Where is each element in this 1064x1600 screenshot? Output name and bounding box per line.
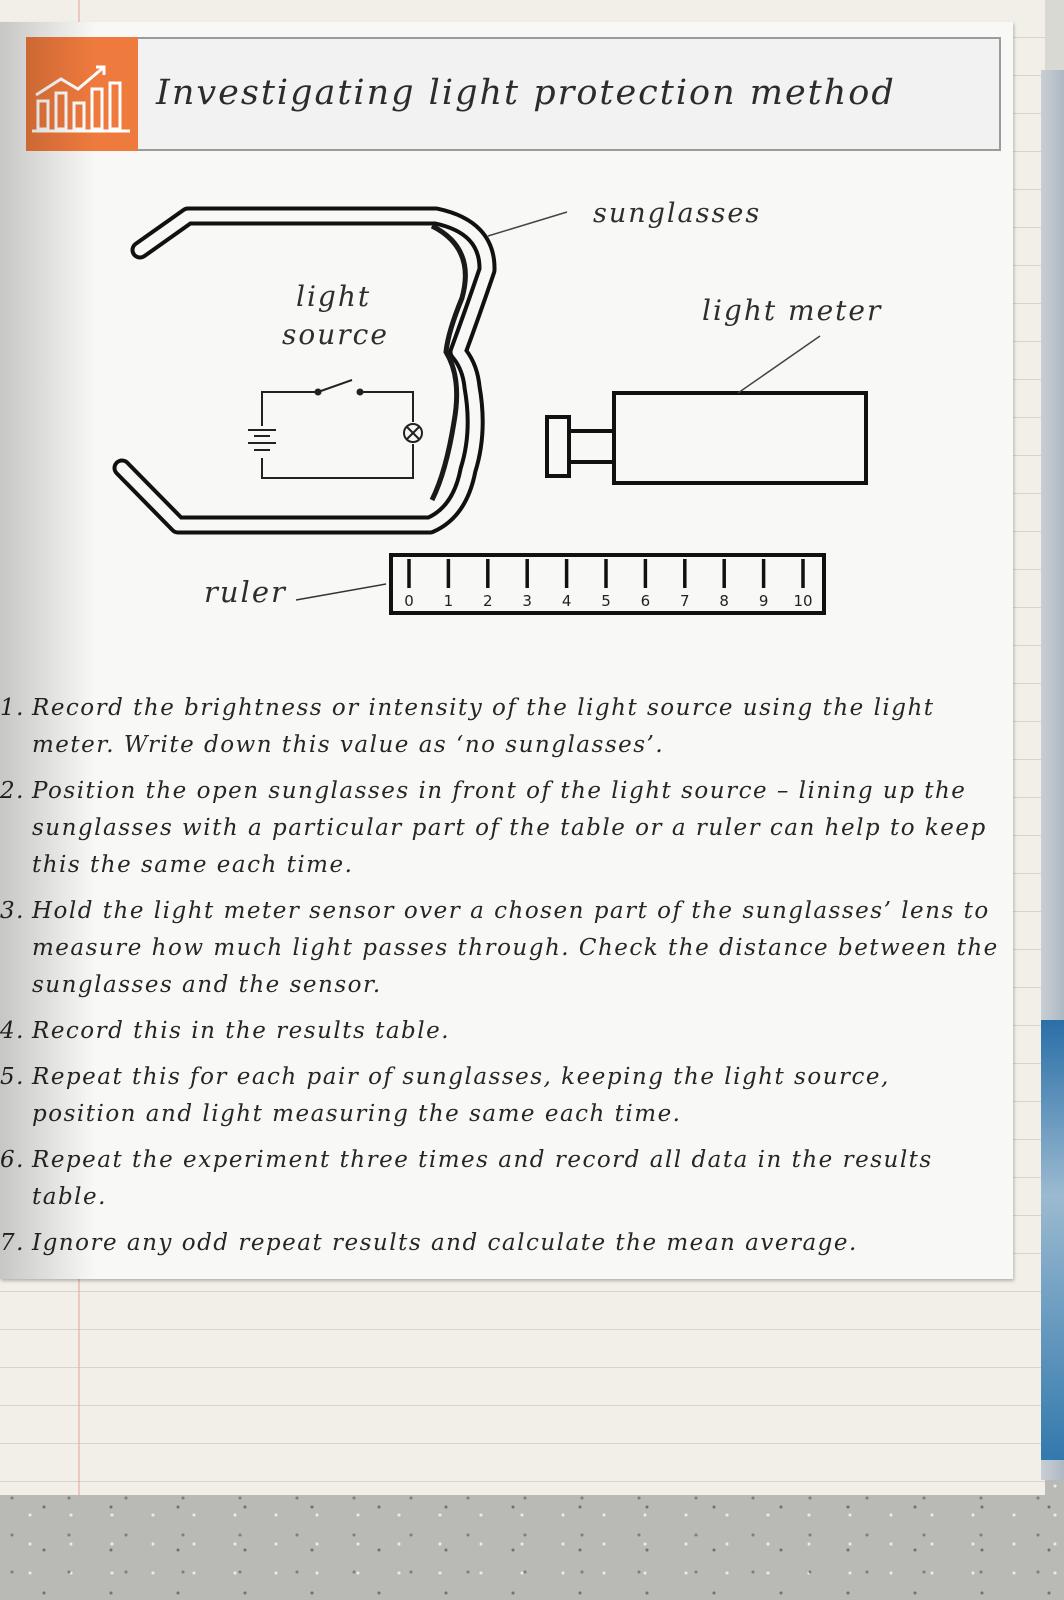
light-source-label-line1: light — [296, 280, 371, 313]
worksheet: Investigating light protection method su… — [0, 22, 1013, 1279]
step-number: 5. — [0, 1064, 25, 1090]
ruler-number: 1 — [444, 592, 454, 610]
step-number: 6. — [0, 1147, 25, 1173]
ruler-number: 9 — [759, 592, 769, 610]
ruler-number: 3 — [522, 592, 532, 610]
ruler-number: 7 — [680, 592, 690, 610]
instruction-step: 4. Record this in the results table. — [0, 1013, 1000, 1050]
step-text: Repeat the experiment three times and re… — [32, 1147, 933, 1210]
table-surface — [0, 1480, 1064, 1600]
step-number: 4. — [0, 1018, 25, 1044]
step-text: Position the open sunglasses in front of… — [32, 778, 987, 878]
ruler-number: 10 — [793, 592, 812, 610]
step-text: Repeat this for each pair of sunglasses,… — [32, 1064, 890, 1127]
ruler-number: 8 — [719, 592, 729, 610]
sunglasses-label: sunglasses — [593, 198, 761, 229]
instruction-step: 1. Record the brightness or intensity of … — [0, 690, 1000, 764]
step-text: Hold the light meter sensor over a chose… — [32, 898, 999, 998]
ruler-drawing — [389, 553, 826, 615]
instruction-step: 3. Hold the light meter sensor over a cho… — [0, 893, 1000, 1004]
ruler-label: ruler — [204, 575, 287, 609]
ruler-number: 2 — [483, 592, 493, 610]
light-meter-drawing — [545, 391, 868, 485]
ruler-ticks: 0 1 2 3 4 5 6 7 8 9 10 — [404, 559, 813, 610]
instruction-step: 6. Repeat the experiment three times and … — [0, 1142, 1000, 1216]
instruction-step: 2. Position the open sunglasses in front … — [0, 773, 1000, 884]
worksheet-header: Investigating light protection method — [26, 37, 1001, 151]
ruler-number: 4 — [562, 592, 572, 610]
circuit-drawing — [248, 379, 423, 479]
step-text: Record this in the results table. — [32, 1018, 451, 1044]
ruler-number: 5 — [601, 592, 611, 610]
background-object — [1041, 70, 1064, 1480]
instruction-list: 1. Record the brightness or intensity of … — [0, 690, 1000, 1271]
ruler-number: 6 — [641, 592, 651, 610]
sunglasses-drawing — [112, 206, 497, 535]
step-number: 7. — [0, 1230, 25, 1256]
instruction-step: 5. Repeat this for each pair of sunglasse… — [0, 1059, 1000, 1133]
step-text: Ignore any odd repeat results and calcul… — [32, 1230, 858, 1256]
step-text: Record the brightness or intensity of th… — [32, 695, 935, 758]
instruction-step: 7. Ignore any odd repeat results and calc… — [0, 1225, 1000, 1262]
step-number: 2. — [0, 778, 25, 804]
light-source-label-line2: source — [282, 318, 389, 351]
light-meter-label: light meter — [702, 294, 882, 327]
step-number: 1. — [0, 695, 25, 721]
ruler-number: 0 — [404, 592, 414, 610]
bar-chart-icon — [26, 37, 138, 151]
step-number: 3. — [0, 898, 25, 924]
experiment-diagram: sunglasses light source light me — [112, 198, 882, 615]
page-title: Investigating light protection method — [156, 73, 896, 113]
